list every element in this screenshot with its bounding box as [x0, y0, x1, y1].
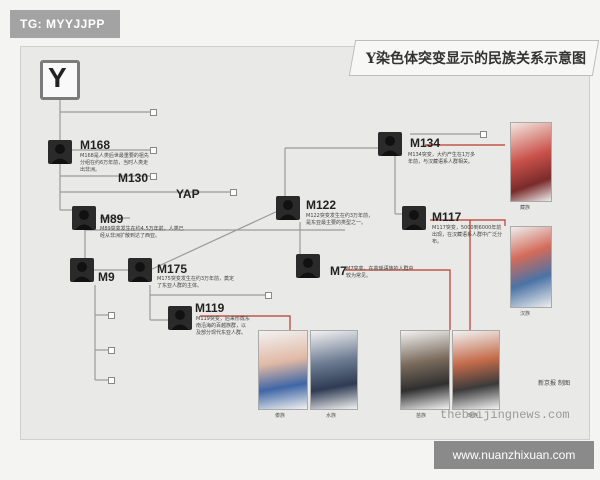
m130-label: M130	[118, 171, 149, 185]
caption-miao: 苗族	[416, 413, 427, 419]
branch-end-marker	[230, 189, 237, 196]
m175-note: M175突变发生在约3万年前，奠定了东亚人群的主体。	[157, 276, 235, 289]
m122-person-icon	[276, 196, 300, 220]
m89-note: M89突变发生在约4.5万年前，人类已经从非洲扩散到达了西亚。	[100, 226, 184, 239]
m168-person-icon	[48, 140, 72, 164]
m7-note: M7突变，在苗瑶语族的人群中较为常见。	[346, 266, 414, 279]
m122-label: M122	[306, 198, 337, 212]
diagram-title: Y染色体突变显示的民族关系示意图	[366, 51, 586, 67]
caption-han: 汉族	[520, 311, 531, 317]
m9-person-icon	[70, 258, 94, 282]
channel-tag: TG: MYYJJPP	[10, 10, 120, 38]
m134-person-icon	[378, 132, 402, 156]
caption-yao: 瑶族	[468, 413, 479, 419]
caption-tibetan: 藏族	[520, 205, 531, 211]
m119-person-icon	[168, 306, 192, 330]
branch-end-marker	[265, 292, 272, 299]
m168-label: M168	[80, 138, 111, 152]
branch-end-marker	[150, 109, 157, 116]
branch-end-marker	[150, 147, 157, 154]
branch-end-marker	[150, 173, 157, 180]
m119-note: M119突变，后来形成东南沿海的百越族群，以及部分现代东亚人群。	[196, 316, 250, 336]
m89-label: M89	[100, 212, 124, 226]
m134-note: M134突变，大约产生在1万多年前，与汉藏语系人群相关。	[408, 152, 476, 165]
m7-person-icon	[296, 254, 320, 278]
m119-label: M119	[195, 301, 225, 315]
root-node-box	[40, 60, 80, 100]
m9-label: M9	[98, 270, 115, 284]
miao-figure-image	[400, 330, 450, 410]
m117-note: M117突变，5000到6000年前出现，在汉藏语系人群中广泛分布。	[432, 225, 503, 245]
m89-person-icon	[72, 206, 96, 230]
m175-label: M175	[157, 262, 188, 276]
yap-label: YAP	[176, 187, 200, 201]
credit-text: 新京报 制图	[538, 380, 570, 387]
dai-figure-image	[258, 330, 308, 410]
branch-end-marker	[108, 377, 115, 384]
tibetan-figure-image	[510, 122, 552, 202]
branch-end-marker	[108, 312, 115, 319]
caption-dai: 傣族	[275, 413, 286, 419]
m175-person-icon	[128, 258, 152, 282]
source-watermark: thebeijingnews.com	[440, 408, 570, 422]
m168-note: M168是人类后世最重要的祖先分组在约6万年前，当时人类走出非洲。	[80, 153, 149, 173]
root-node-label: Y	[48, 62, 67, 93]
caption-shui: 水族	[326, 413, 337, 419]
m117-label: M117	[432, 210, 462, 224]
m7-label: M7	[330, 264, 347, 278]
branch-end-marker	[480, 131, 487, 138]
branch-end-marker	[108, 347, 115, 354]
han-figure-image	[510, 226, 552, 308]
m117-person-icon	[402, 206, 426, 230]
yao-figure-image	[452, 330, 500, 410]
site-url-tag[interactable]: www.nuanzhixuan.com	[434, 441, 594, 469]
m122-note: M122突变发生在约3万年前，是东亚最主要的类型之一。	[306, 213, 374, 226]
shui-figure-image	[310, 330, 358, 410]
m134-label: M134	[410, 136, 441, 150]
